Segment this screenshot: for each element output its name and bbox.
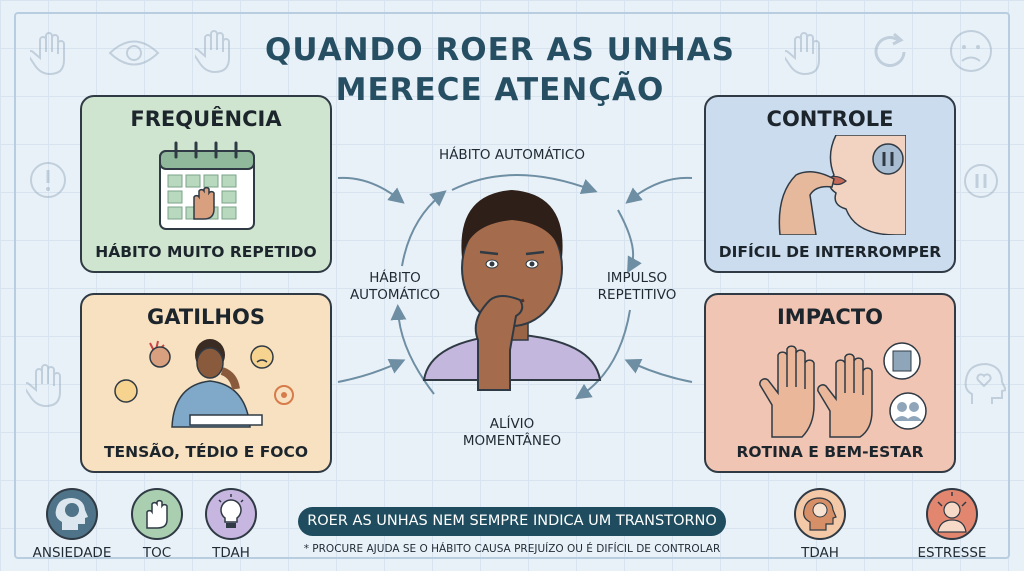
hand-icon — [26, 364, 61, 408]
cycle-left-line-1: HÁBITO — [369, 270, 421, 286]
cycle-bottom-line-2: MOMENTÂNEO — [462, 433, 562, 449]
card-title: GATILHOS — [147, 305, 265, 329]
badge-estresse — [926, 488, 978, 540]
card-gatilhos: GATILHOS TENSÃO, TÉDIO E FOCO — [80, 293, 332, 473]
head-heart-icon — [964, 362, 1006, 404]
head-brain-icon — [803, 497, 837, 531]
cycle-label-bottom: ALÍVIO MOMENTÂNEO — [442, 416, 582, 450]
refresh-icon — [874, 32, 906, 67]
card-frequencia: FREQUÊNCIA HÁBITO MUITO REPETIDO — [80, 95, 332, 273]
person-biting-nails-icon — [422, 190, 602, 391]
card-caption: ROTINA E BEM-ESTAR — [736, 443, 924, 461]
badge-label-tdah-left: TDAH — [212, 545, 250, 561]
sad-face-icon — [950, 30, 992, 72]
card-title: FREQUÊNCIA — [130, 107, 282, 131]
card-title: IMPACTO — [776, 305, 883, 329]
cycle-bottom-line-1: ALÍVIO — [489, 416, 535, 432]
cycle-label-top: HÁBITO AUTOMÁTICO — [439, 147, 585, 163]
hand-icon — [785, 32, 820, 76]
card-impacto: IMPACTO ROTINA E BEM-ESTAR — [704, 293, 956, 473]
badge-tdah-right — [794, 488, 846, 540]
lightbulb-icon — [218, 494, 244, 528]
hand-icon — [30, 32, 65, 76]
cycle-right-line-2: REPETITIVO — [597, 287, 677, 303]
card-caption: DIFÍCIL DE INTERROMPER — [718, 243, 942, 261]
eye-icon — [108, 40, 160, 66]
badge-label-toc: TOC — [142, 545, 172, 561]
stressed-student-icon — [114, 339, 294, 428]
cycle-diagram — [337, 174, 693, 400]
mouth-biting-icon — [778, 135, 906, 235]
card-caption: HÁBITO MUITO REPETIDO — [95, 243, 317, 261]
page-frame — [14, 12, 1010, 559]
disclaimer-banner: ROER AS UNHAS NEM SEMPRE INDICA UM TRANS… — [298, 507, 726, 536]
head-brain-icon — [55, 498, 88, 530]
cycle-label-right: IMPULSO REPETITIVO — [582, 270, 692, 304]
stressed-person-icon — [937, 492, 967, 533]
badge-tdah-left — [205, 488, 257, 540]
badge-ansiedade — [46, 488, 98, 540]
badge-toc — [131, 488, 183, 540]
badge-label-tdah-right: TDAH — [801, 545, 839, 561]
title-line-1: QUANDO ROER AS UNHAS — [265, 32, 735, 68]
pause-icon — [964, 164, 998, 198]
alert-icon — [30, 162, 66, 198]
title-line-2: MERECE ATENÇÃO — [335, 72, 665, 108]
cycle-label-left: HÁBITO AUTOMÁTICO — [340, 270, 450, 304]
cycle-left-line-2: AUTOMÁTICO — [349, 287, 441, 303]
card-caption: TENSÃO, TÉDIO E FOCO — [103, 443, 309, 461]
hand-icon — [195, 30, 230, 74]
page-title: QUANDO ROER AS UNHAS MERECE ATENÇÃO — [230, 30, 770, 110]
cycle-right-line-1: IMPULSO — [606, 270, 668, 286]
hands-icon — [759, 342, 927, 438]
footnote: * PROCURE AJUDA SE O HÁBITO CAUSA PREJUÍ… — [303, 543, 721, 555]
badge-label-estresse: ESTRESSE — [917, 545, 987, 561]
card-controle: CONTROLE DIFÍCIL DE INTERROMPER — [704, 95, 956, 273]
hand-icon — [146, 499, 168, 529]
card-title: CONTROLE — [766, 107, 894, 131]
calendar-hand-icon — [159, 141, 255, 230]
badge-label-ansiedade: ANSIEDADE — [32, 545, 112, 561]
